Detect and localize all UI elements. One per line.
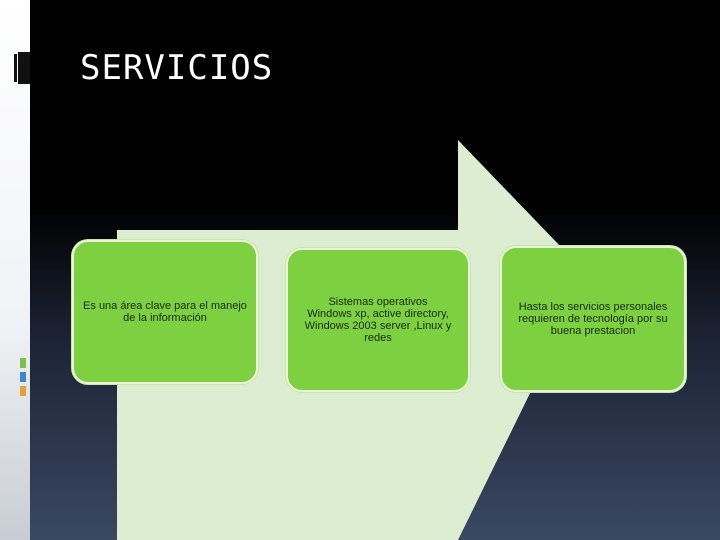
slide-title: SERVICIOS bbox=[80, 48, 274, 88]
process-step-2: Sistemas operativos Windows xp, active d… bbox=[286, 248, 470, 392]
process-step-1-text: Es una área clave para el manejo de la i… bbox=[83, 300, 247, 324]
accent-square-green bbox=[20, 358, 26, 368]
process-step-3: Hasta los servicios personales requieren… bbox=[500, 246, 686, 392]
process-step-2-text: Sistemas operativos Windows xp, active d… bbox=[304, 296, 452, 344]
accent-square-blue bbox=[20, 372, 26, 382]
accent-square-orange bbox=[20, 386, 26, 396]
title-accent-bar bbox=[14, 52, 30, 84]
left-strip bbox=[0, 0, 30, 540]
process-step-1: Es una área clave para el manejo de la i… bbox=[72, 240, 258, 384]
process-step-3-text: Hasta los servicios personales requieren… bbox=[518, 301, 668, 337]
